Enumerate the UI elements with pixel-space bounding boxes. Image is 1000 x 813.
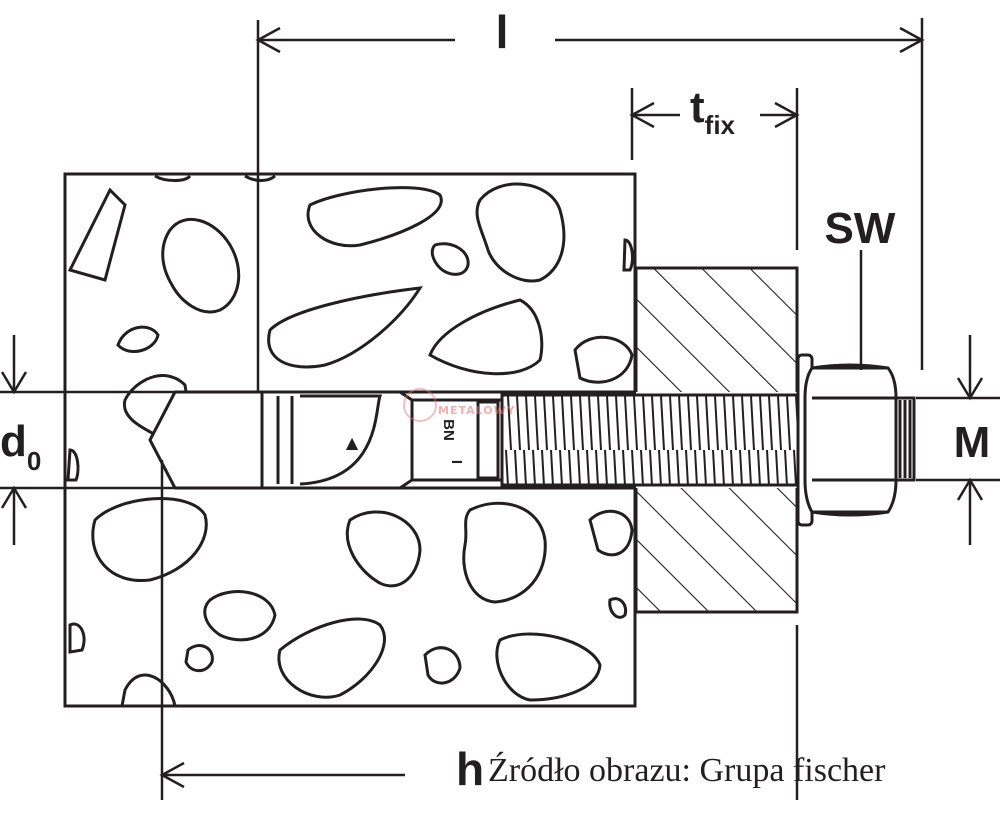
- dimension-m: [956, 335, 984, 545]
- dimension-tfix: [629, 101, 800, 129]
- watermark-text: METALOWY: [438, 404, 516, 417]
- dimension-l: [255, 26, 925, 54]
- label-m: M: [954, 418, 991, 467]
- label-tfix: tfix: [690, 83, 736, 140]
- label-h: h: [456, 743, 484, 795]
- watermark-logo: METALOWY: [403, 388, 516, 422]
- anchor-bar-mark: I: [448, 460, 465, 464]
- label-sw: SW: [825, 204, 896, 253]
- label-d0: d0: [0, 417, 41, 476]
- aggregate-stones: [66, 174, 634, 706]
- dimension-h: [159, 761, 405, 789]
- hex-nut: [803, 363, 898, 517]
- anchor-arrow-mark: ▲: [346, 433, 359, 452]
- extension-lines: [0, 18, 1000, 800]
- threaded-rod: [500, 393, 800, 487]
- expansion-sleeve: [260, 390, 492, 490]
- label-l: l: [496, 6, 509, 58]
- thread-end: [894, 396, 916, 482]
- image-credit: Źródło obrazu: Grupa fischer: [488, 752, 886, 789]
- bolt-shaft: [410, 398, 504, 482]
- anchor-brand-mark: BN: [440, 419, 457, 441]
- dimension-d0: [0, 335, 28, 545]
